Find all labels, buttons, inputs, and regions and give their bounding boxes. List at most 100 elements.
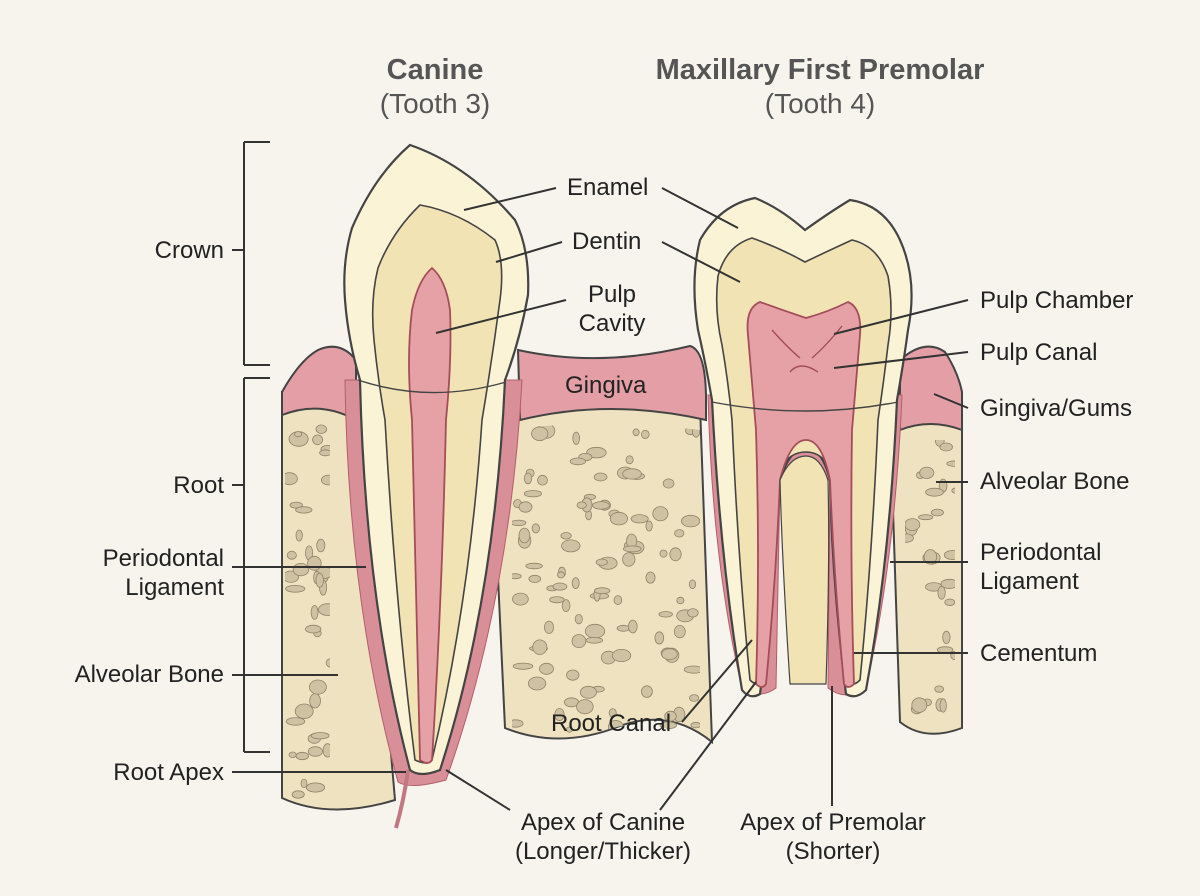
- bone-pore: [518, 527, 531, 544]
- label-gingiva-gums: Gingiva/Gums: [980, 395, 1133, 422]
- bone-pore: [943, 550, 955, 561]
- bone-pore: [659, 721, 678, 730]
- bone-pore: [625, 455, 634, 465]
- bone-pore: [659, 549, 668, 558]
- bone-pore: [525, 562, 543, 570]
- bone-pore: [688, 579, 697, 590]
- label-root-canal: Root Canal: [551, 710, 672, 737]
- bone-pore: [560, 532, 572, 540]
- crown-bracket: [243, 141, 270, 366]
- leader-apex-canine-2: [659, 681, 757, 811]
- leader-pulp-cavity: [435, 299, 567, 334]
- bone-pore: [641, 685, 653, 698]
- bone-pore: [285, 472, 298, 486]
- bone-pore: [680, 514, 701, 528]
- bone-pore: [315, 572, 324, 588]
- bone-pore: [616, 624, 631, 632]
- bone-pore: [288, 751, 297, 758]
- canine-cej-line: [357, 379, 507, 394]
- bone-pore: [300, 778, 308, 789]
- bone-pore: [937, 585, 946, 600]
- bone-pore: [319, 449, 332, 457]
- bone-pore: [946, 460, 955, 467]
- bone-pore: [934, 685, 945, 693]
- bone-pore: [640, 429, 650, 439]
- bone-pore: [305, 624, 322, 634]
- label-crown: Crown: [154, 237, 224, 264]
- bone-pore: [566, 726, 574, 733]
- canine-title-name: Canine: [386, 54, 484, 86]
- bone-pore: [944, 598, 955, 606]
- bone-pore: [310, 732, 330, 740]
- bone-pore: [613, 595, 623, 605]
- bone-pore: [645, 571, 656, 584]
- bone-pore: [532, 639, 548, 655]
- bone-pore: [291, 790, 305, 799]
- bone-pore: [611, 649, 632, 663]
- bone-pore: [654, 631, 665, 645]
- label-alveolar-left: Alveolar Bone: [74, 661, 224, 688]
- leader-pulp-chamber: [833, 299, 969, 335]
- bone-pore: [295, 506, 313, 514]
- bone-pore: [609, 511, 629, 526]
- bone-pore: [539, 662, 554, 675]
- bone-pore: [537, 474, 548, 486]
- bone-pore: [574, 613, 583, 625]
- bone-pore: [544, 620, 555, 634]
- premolar-title-sub: (Tooth 4): [764, 88, 876, 119]
- bone-pore: [561, 539, 581, 553]
- label-pulp-cavity: Pulp Cavity: [578, 281, 646, 337]
- bone-pore: [652, 506, 669, 522]
- label-periodontal-right: Periodontal Ligament: [980, 539, 1102, 595]
- label-apex-premolar: Apex of Premolar (Shorter): [740, 809, 926, 865]
- bone-pore: [951, 487, 955, 494]
- label-root: Root: [173, 472, 224, 499]
- bone-pore: [571, 577, 580, 589]
- leader-apex-canine: [445, 769, 511, 811]
- bone-pore: [554, 708, 565, 722]
- bone-pore: [942, 630, 951, 645]
- bone-pore: [566, 669, 580, 681]
- bone-pore: [608, 708, 617, 718]
- leader-lines: [232, 187, 969, 811]
- leader-root-canal: [681, 639, 753, 723]
- leader-pulp-canal: [833, 351, 969, 369]
- bone-pore: [576, 501, 587, 509]
- bone-pore: [309, 693, 321, 709]
- bone-pore: [528, 574, 542, 583]
- bone-pore: [523, 490, 542, 498]
- bone-pore: [295, 751, 310, 761]
- canine-title: Canine (Tooth 3): [335, 53, 535, 121]
- alveolar-bone-right: [888, 419, 963, 735]
- bone-pore: [572, 431, 580, 445]
- bone-pore: [622, 468, 642, 480]
- bone-pore: [662, 478, 675, 489]
- bone-pore: [593, 472, 608, 482]
- bone-pore: [523, 472, 533, 485]
- gingiva-middle: [516, 344, 707, 422]
- bone-pore: [571, 634, 587, 649]
- canine-title-sub: (Tooth 3): [379, 88, 491, 119]
- premolar-pulp-veins: [771, 325, 843, 373]
- bone-pore: [918, 514, 934, 521]
- bone-pore: [285, 584, 306, 593]
- bone-pore: [690, 721, 702, 729]
- bone-pore: [661, 648, 678, 661]
- bone-pore: [622, 552, 636, 567]
- bone-pore: [310, 605, 319, 620]
- bone-pore: [518, 501, 533, 513]
- bone-pore: [673, 624, 686, 639]
- bone-pore: [658, 611, 673, 618]
- bone-pore: [531, 426, 549, 442]
- bone-pore: [316, 538, 326, 553]
- bone-pore: [527, 676, 547, 691]
- canine-root-line: [394, 769, 410, 829]
- label-gingiva: Gingiva: [565, 372, 647, 399]
- gingiva-left: [281, 345, 357, 422]
- bone-pore: [576, 699, 594, 715]
- bone-pore: [674, 529, 685, 538]
- label-pulp-chamber: Pulp Chamber: [980, 287, 1134, 314]
- label-periodontal-left: Periodontal Ligament: [102, 545, 224, 601]
- bone-pore: [592, 501, 610, 510]
